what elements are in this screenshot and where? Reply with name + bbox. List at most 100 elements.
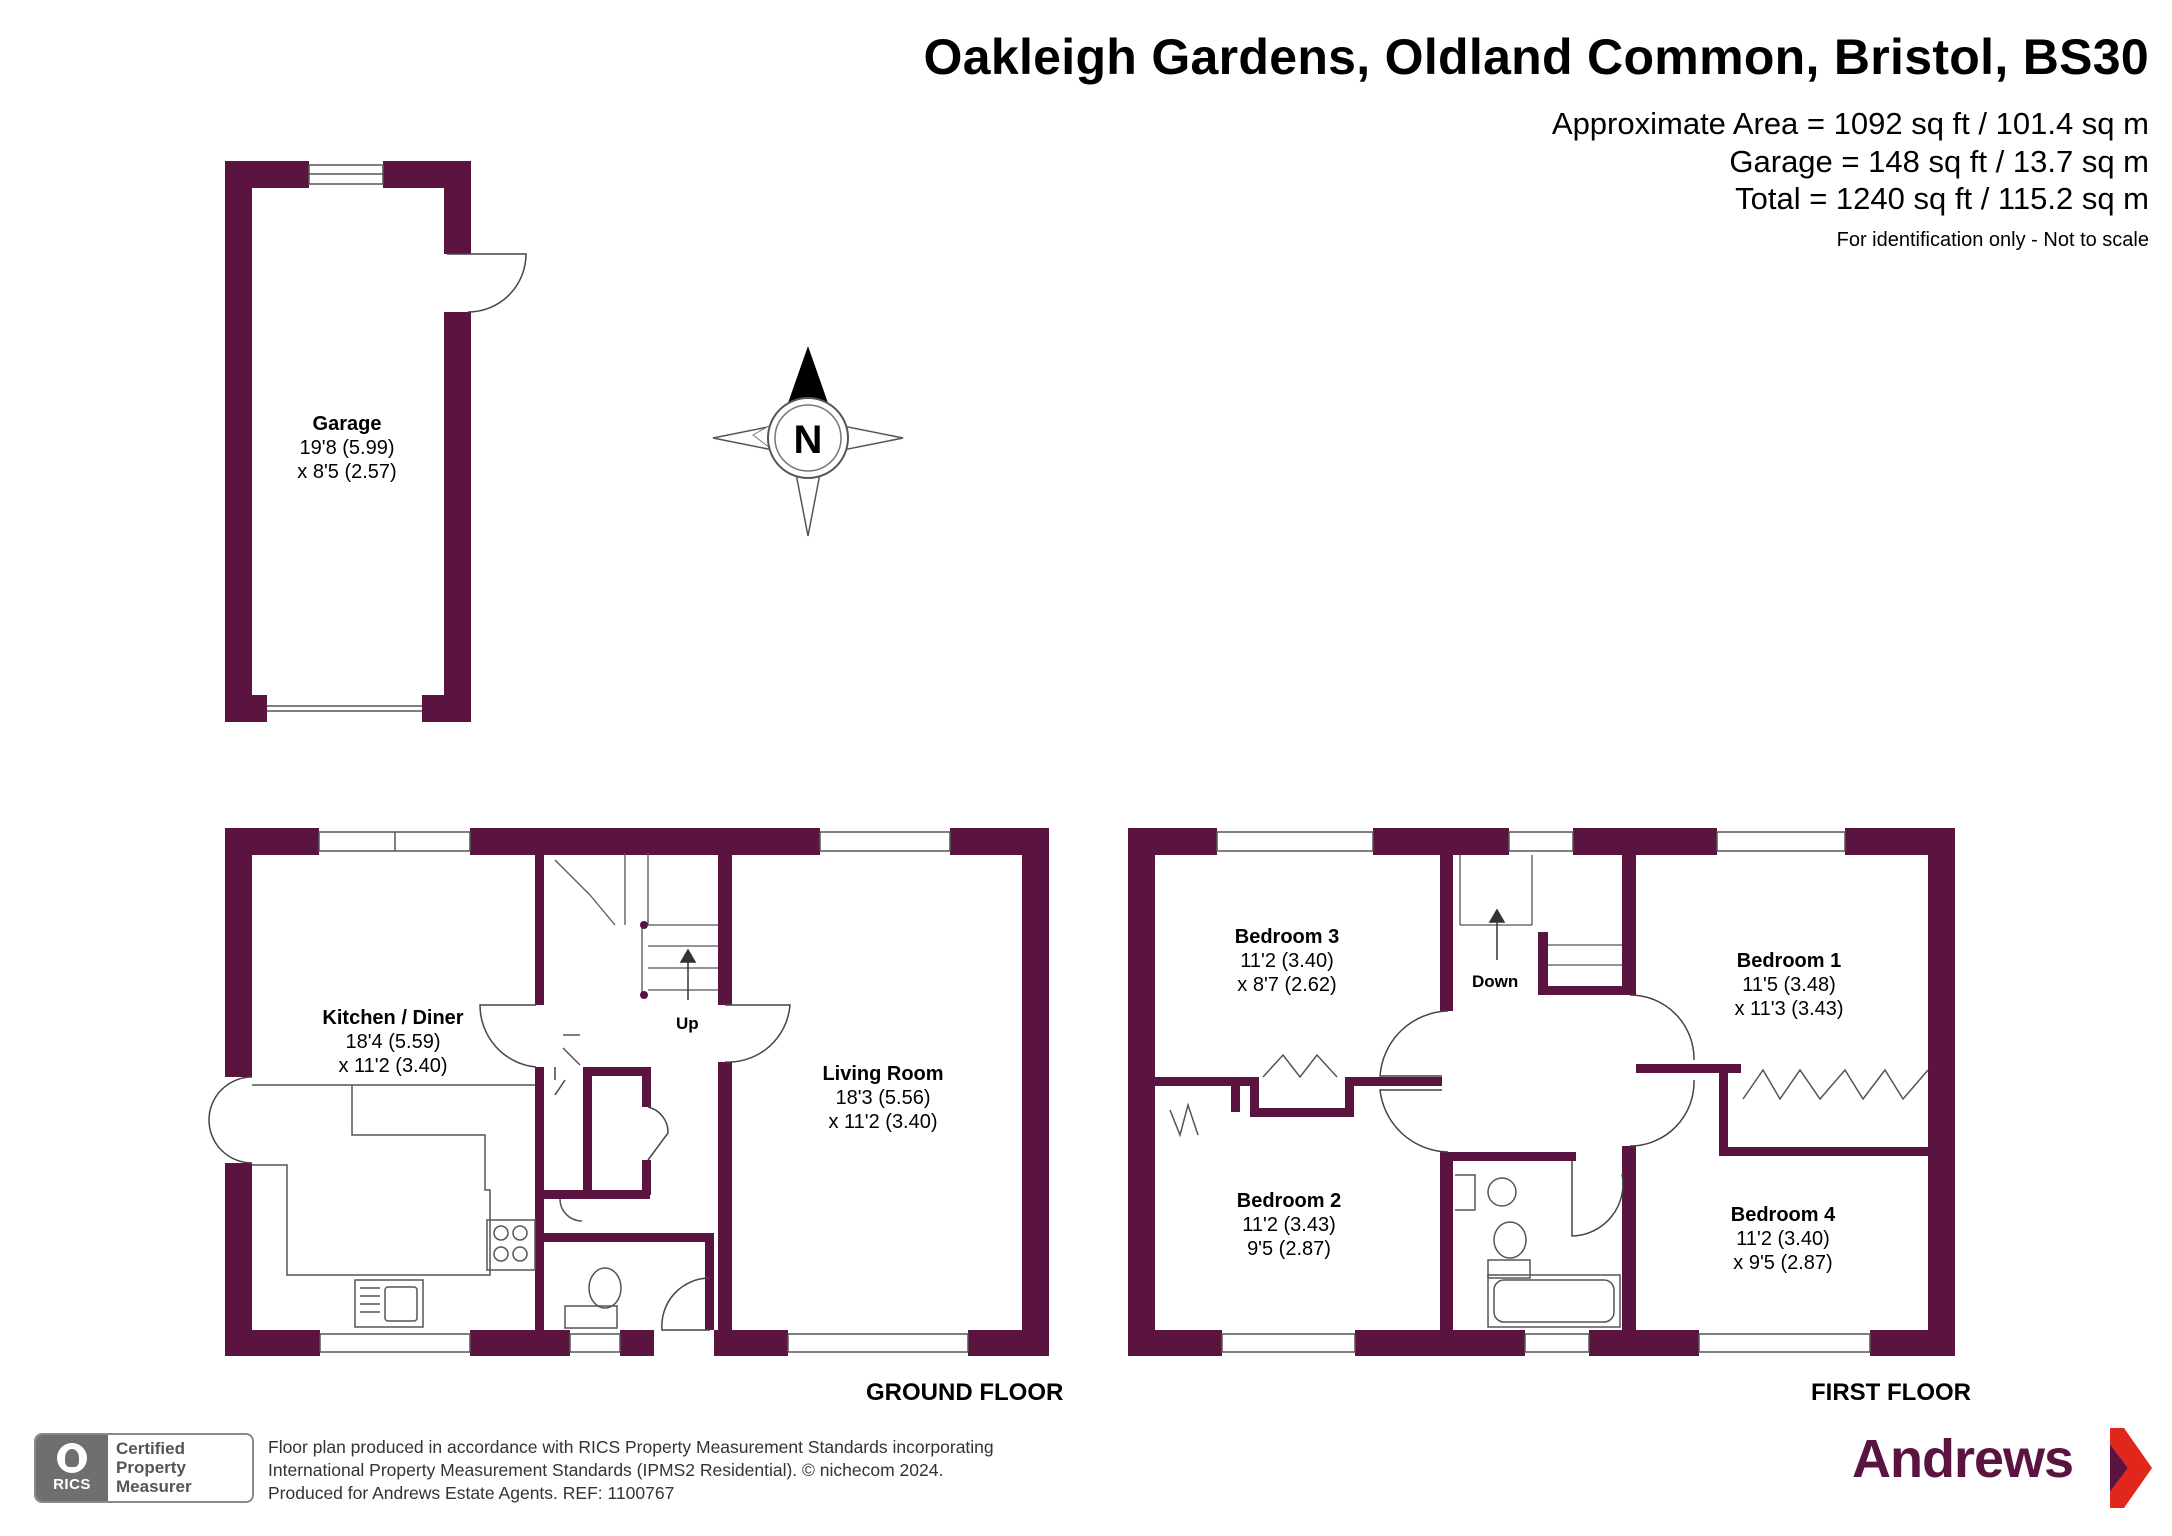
wall (1250, 1108, 1354, 1117)
wall (225, 695, 267, 722)
wall (1128, 1330, 1222, 1356)
wall (1870, 1330, 1955, 1356)
wall (583, 1067, 592, 1192)
wall (1128, 828, 1155, 1356)
compass-north-letter: N (793, 418, 823, 462)
wall (642, 1160, 651, 1195)
wall (1345, 1077, 1442, 1086)
scale-disclaimer: For identification only - Not to scale (1836, 229, 2149, 251)
wall (544, 1233, 710, 1242)
room-dimension: x 11'2 (3.40) (338, 1055, 448, 1077)
wall (225, 1330, 320, 1356)
wall (1373, 828, 1509, 855)
room-label-garage: Garage 19'8 (5.99) x 8'5 (2.57) (297, 412, 396, 484)
wall (1928, 828, 1955, 1356)
room-name: Bedroom 3 (1234, 926, 1340, 948)
wall (470, 1330, 570, 1356)
room-name: Living Room (822, 1063, 944, 1085)
room-dimension: x 11'2 (3.40) (828, 1111, 938, 1133)
footer-line: Produced for Andrews Estate Agents. REF:… (268, 1483, 675, 1503)
wall (1719, 1064, 1728, 1156)
stairs-up-label: Up (676, 1014, 699, 1033)
footer-line: International Property Measurement Stand… (268, 1460, 944, 1480)
room-name: Kitchen / Diner (322, 1007, 464, 1029)
wall (225, 1163, 252, 1356)
wall (1440, 1152, 1453, 1332)
rics-seal-logo: RICS (36, 1435, 108, 1501)
wall (444, 312, 471, 722)
wall (535, 1190, 650, 1199)
wall (1719, 1147, 1930, 1156)
wall (470, 828, 820, 855)
wall (1573, 828, 1717, 855)
property-address: Oakleigh Gardens, Oldland Common, Bristo… (923, 29, 2149, 85)
wall (642, 1067, 651, 1107)
wall (718, 853, 732, 1005)
wall (714, 1330, 788, 1356)
lion-crest-icon (57, 1443, 87, 1473)
first-floor-label: FIRST FLOOR (1811, 1379, 1971, 1406)
rics-line: Property (116, 1458, 186, 1477)
wall (1022, 828, 1049, 1356)
room-label-bedroom-2: Bedroom 2 11'2 (3.43) 9'5 (2.87) (1237, 1189, 1341, 1261)
wall (535, 853, 544, 1005)
room-dimension: 19'8 (5.99) (299, 437, 395, 459)
room-label-living-room: Living Room 18'3 (5.56) x 11'2 (3.40) (822, 1062, 943, 1134)
brand-chevron-icon (2110, 1428, 2152, 1508)
wall (1440, 853, 1453, 1011)
room-name: Garage (312, 413, 382, 435)
wall (535, 1067, 544, 1332)
wall (1153, 1077, 1255, 1086)
room-label-bedroom-1: Bedroom 1 11'5 (3.48) x 11'3 (3.43) (1734, 949, 1843, 1021)
rics-certification-text: Certified Property Measurer (108, 1435, 200, 1501)
wall (225, 161, 252, 722)
wall (1355, 1330, 1525, 1356)
garage-area: Garage = 148 sq ft / 13.7 sq m (1729, 144, 2149, 179)
wall (1589, 1330, 1699, 1356)
room-name: Bedroom 1 (1736, 950, 1842, 972)
room-dimension: 11'2 (3.40) (1736, 1228, 1830, 1250)
wall (1453, 1152, 1576, 1161)
room-name: Bedroom 4 (1730, 1204, 1836, 1226)
room-dimension: 18'3 (5.56) (835, 1087, 931, 1109)
room-dimension: x 9'5 (2.87) (1733, 1252, 1833, 1274)
wall (1622, 853, 1636, 995)
wall (1622, 1146, 1636, 1332)
wall (1231, 1086, 1240, 1112)
rics-line: Certified (116, 1439, 185, 1458)
wall (1538, 986, 1627, 995)
wall (968, 1330, 1049, 1356)
wall (1250, 1077, 1259, 1117)
room-dimension: x 11'3 (3.43) (1734, 998, 1844, 1020)
compass-rose-icon (712, 346, 904, 537)
room-label-bedroom-3: Bedroom 3 11'2 (3.40) x 8'7 (2.62) (1235, 925, 1339, 997)
wall (705, 1233, 714, 1330)
wall (422, 695, 471, 722)
wall (583, 1067, 651, 1076)
wall (225, 828, 252, 1077)
wall (444, 161, 471, 254)
wall (1345, 1077, 1354, 1117)
room-name: Bedroom 2 (1236, 1190, 1342, 1212)
stairs-down-label: Down (1472, 972, 1519, 991)
rics-badge: RICS Certified Property Measurer (34, 1433, 254, 1503)
andrews-logo: Andrews (1852, 1429, 2074, 1489)
wall (620, 1330, 654, 1356)
room-dimension: x 8'7 (2.62) (1237, 974, 1337, 996)
room-dimension: 11'2 (3.40) (1240, 950, 1334, 972)
wall (1538, 932, 1548, 994)
ground-floor-label: GROUND FLOOR (866, 1379, 1064, 1406)
room-dimension: 11'2 (3.43) (1242, 1214, 1336, 1236)
room-label-bedroom-4: Bedroom 4 11'2 (3.40) x 9'5 (2.87) (1731, 1203, 1835, 1275)
wall (718, 1062, 732, 1332)
approximate-area: Approximate Area = 1092 sq ft / 101.4 sq… (1551, 106, 2149, 141)
rics-abbreviation: RICS (53, 1476, 91, 1493)
room-label-kitchen-diner: Kitchen / Diner 18'4 (5.59) x 11'2 (3.40… (322, 1006, 463, 1078)
room-dimension: 11'5 (3.48) (1742, 974, 1836, 996)
footer-credits: Floor plan produced in accordance with R… (268, 1436, 994, 1505)
rics-line: Measurer (116, 1477, 192, 1496)
room-dimension: x 8'5 (2.57) (297, 461, 397, 483)
footer-line: Floor plan produced in accordance with R… (268, 1437, 994, 1457)
total-area: Total = 1240 sq ft / 115.2 sq m (1735, 181, 2149, 216)
